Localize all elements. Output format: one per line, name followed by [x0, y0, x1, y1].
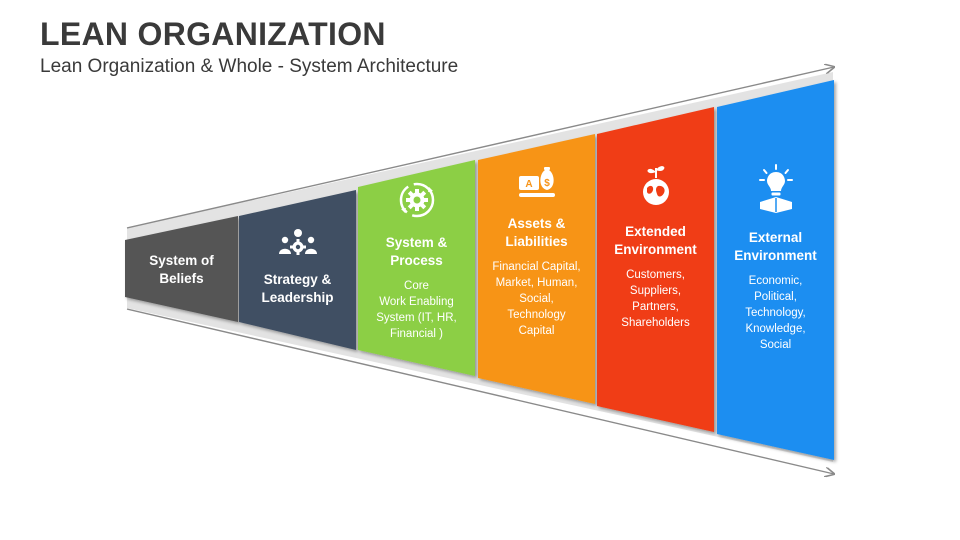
panel-external-environment	[717, 80, 834, 460]
stage-title: Strategy & Leadership	[261, 272, 334, 305]
bottom-arrow	[126, 308, 834, 474]
panel-extended-environment	[597, 107, 714, 432]
assets-money-bag-icon: A $	[517, 166, 557, 205]
globe-sprout-icon	[638, 164, 674, 213]
gear-cycle-icon	[398, 181, 436, 224]
svg-text:$: $	[544, 178, 550, 189]
stage-system-of-beliefs: System of Beliefs	[125, 252, 238, 288]
stage-title: Extended Environment	[614, 224, 697, 257]
stage-description: Financial Capital, Market, Human, Social…	[492, 261, 581, 337]
stage-description: Core Work Enabling System (IT, HR, Finan…	[376, 280, 457, 340]
stage-description: Customers, Suppliers, Partners, Sharehol…	[621, 269, 690, 329]
panel-system-process	[358, 160, 475, 376]
top-arrow	[126, 67, 834, 229]
svg-text:A: A	[525, 179, 532, 190]
stage-strategy-leadership: Strategy & Leadership	[239, 228, 356, 307]
page-title: LEAN ORGANIZATION	[40, 16, 386, 52]
stage-extended-environment: Extended Environment Customers, Supplier…	[597, 164, 714, 331]
stage-title: System of Beliefs	[149, 253, 214, 286]
stage-description: Economic, Political, Technology, Knowled…	[745, 275, 806, 351]
stage-assets-liabilities: A $ Assets & Liabilities Financial Capit…	[478, 166, 595, 339]
panel-strategy-leadership	[239, 190, 356, 350]
stage-title: External Environment	[734, 230, 817, 263]
stage-system-process: System & Process Core Work Enabling Syst…	[358, 181, 475, 342]
lightbulb-book-icon	[756, 164, 796, 219]
team-gear-icon	[278, 228, 318, 261]
page-subtitle: Lean Organization & Whole - System Archi…	[40, 56, 459, 77]
stage-title: System & Process	[385, 235, 448, 268]
panel-assets-liabilities	[478, 134, 595, 404]
stage-external-environment: External Environment Economic, Political…	[717, 164, 834, 353]
stage-title: Assets & Liabilities	[505, 216, 568, 249]
panel-system-of-beliefs	[125, 216, 238, 322]
